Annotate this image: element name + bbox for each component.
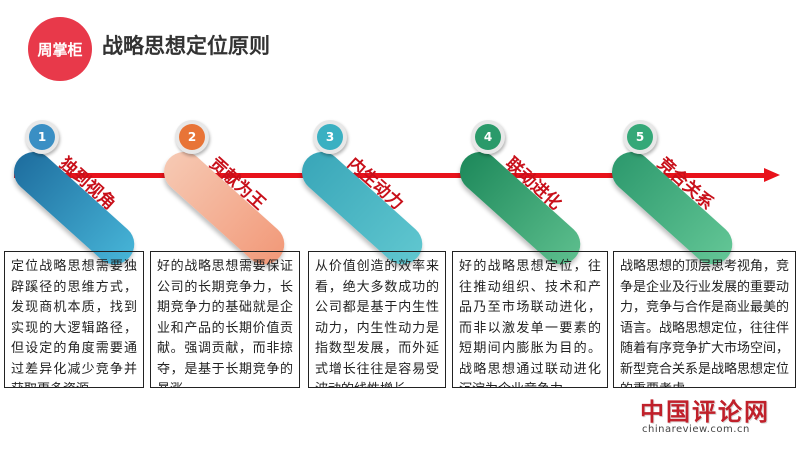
- step-3-description: 从价值创造的效率来看，绝大多数成功的公司都是基于内生性动力，内生性动力是指数型发…: [308, 251, 446, 388]
- arrow-head-icon: [764, 168, 780, 182]
- step-number: 2: [179, 124, 205, 150]
- step-1: 1 独到视角: [5, 108, 160, 273]
- logo-badge: 周掌柜: [28, 17, 92, 81]
- step-5: 5 竞合关系: [603, 108, 758, 273]
- step-number-badge: 2: [175, 120, 209, 154]
- step-number: 3: [317, 124, 343, 150]
- step-number-badge: 3: [313, 120, 347, 154]
- step-number-badge: 1: [25, 120, 59, 154]
- page-title: 战略思想定位原则: [102, 34, 270, 58]
- watermark: 中国评论网 chinareview.com.cn: [640, 392, 790, 442]
- step-number: 5: [627, 124, 653, 150]
- step-4: 4 联动进化: [451, 108, 606, 273]
- step-number-badge: 4: [471, 120, 505, 154]
- step-1-description: 定位战略思想需要独辟蹊径的思维方式，发现商机本质，找到实现的大逻辑路径，但设定的…: [4, 251, 144, 388]
- timeline-arrow: [14, 173, 766, 178]
- step-number: 4: [475, 124, 501, 150]
- step-2-description: 好的战略思想需要保证公司的长期竞争力，长期竞争力的基础就是企业和产品的长期价值贡…: [150, 251, 300, 388]
- step-number-badge: 5: [623, 120, 657, 154]
- step-5-description: 战略思想的顶层思考视角，竞争是企业及行业发展的重要动力，竞争与合作是商业最美的语…: [613, 251, 796, 388]
- step-3: 3 内生动力: [293, 108, 448, 273]
- step-2: 2 贡献为王: [155, 108, 310, 273]
- step-number: 1: [29, 124, 55, 150]
- step-4-description: 好的战略思想定位，往往推动组织、技术和产品乃至市场联动进化，而非以激发单一要素的…: [452, 251, 608, 388]
- watermark-logo: 中国评论网: [640, 397, 770, 426]
- watermark-url: chinareview.com.cn: [642, 424, 750, 435]
- logo-text: 周掌柜: [37, 40, 83, 59]
